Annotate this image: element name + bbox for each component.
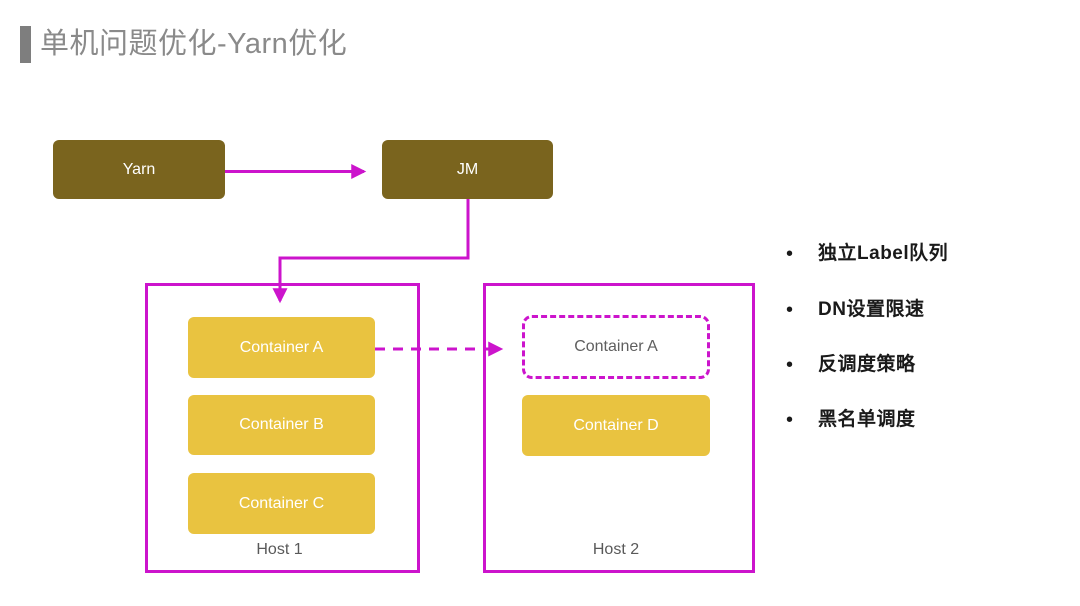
host1-label: Host 1 — [256, 541, 303, 558]
host1-box — [145, 283, 420, 573]
page-title: 单机问题优化-Yarn优化 — [40, 28, 348, 60]
bullet-icon: • — [786, 409, 794, 431]
bullet-text: 反调度策略 — [818, 354, 916, 375]
host2-label: Host 2 — [592, 541, 640, 558]
bullet-icon: • — [786, 354, 794, 376]
bullet-icon: • — [786, 299, 794, 321]
host2-container-d: Container D — [522, 395, 710, 456]
jm-node: JM — [382, 140, 553, 199]
yarn-node: Yarn — [53, 140, 225, 199]
host1-container-c: Container C — [188, 473, 375, 534]
host1-container-c-label: Container C — [238, 494, 325, 512]
list-item: • DN设置限速 — [786, 296, 924, 324]
host2-ghost-container-a: Container A — [522, 315, 710, 379]
host1-container-a: Container A — [188, 317, 375, 378]
list-item: • 黑名单调度 — [786, 406, 916, 434]
list-item: • 独立Label队列 — [786, 240, 948, 268]
host2-ghost-container-a-label: Container A — [574, 338, 658, 355]
slide-header: 单机问题优化-Yarn优化 — [20, 24, 347, 64]
bullet-text: DN设置限速 — [818, 299, 925, 320]
host1-container-b: Container B — [188, 395, 375, 455]
bullet-icon: • — [786, 243, 794, 265]
jm-node-label: JM — [456, 160, 479, 178]
host1-container-b-label: Container B — [239, 416, 324, 433]
title-accent-bar — [20, 25, 31, 63]
yarn-node-label: Yarn — [122, 160, 156, 178]
host1-container-a-label: Container A — [239, 338, 324, 356]
bullet-text: 黑名单调度 — [818, 409, 916, 430]
list-item: • 反调度策略 — [786, 351, 916, 379]
host2-box — [483, 283, 755, 573]
host2-container-d-label: Container D — [573, 416, 659, 434]
bullet-text: 独立Label队列 — [818, 243, 949, 264]
